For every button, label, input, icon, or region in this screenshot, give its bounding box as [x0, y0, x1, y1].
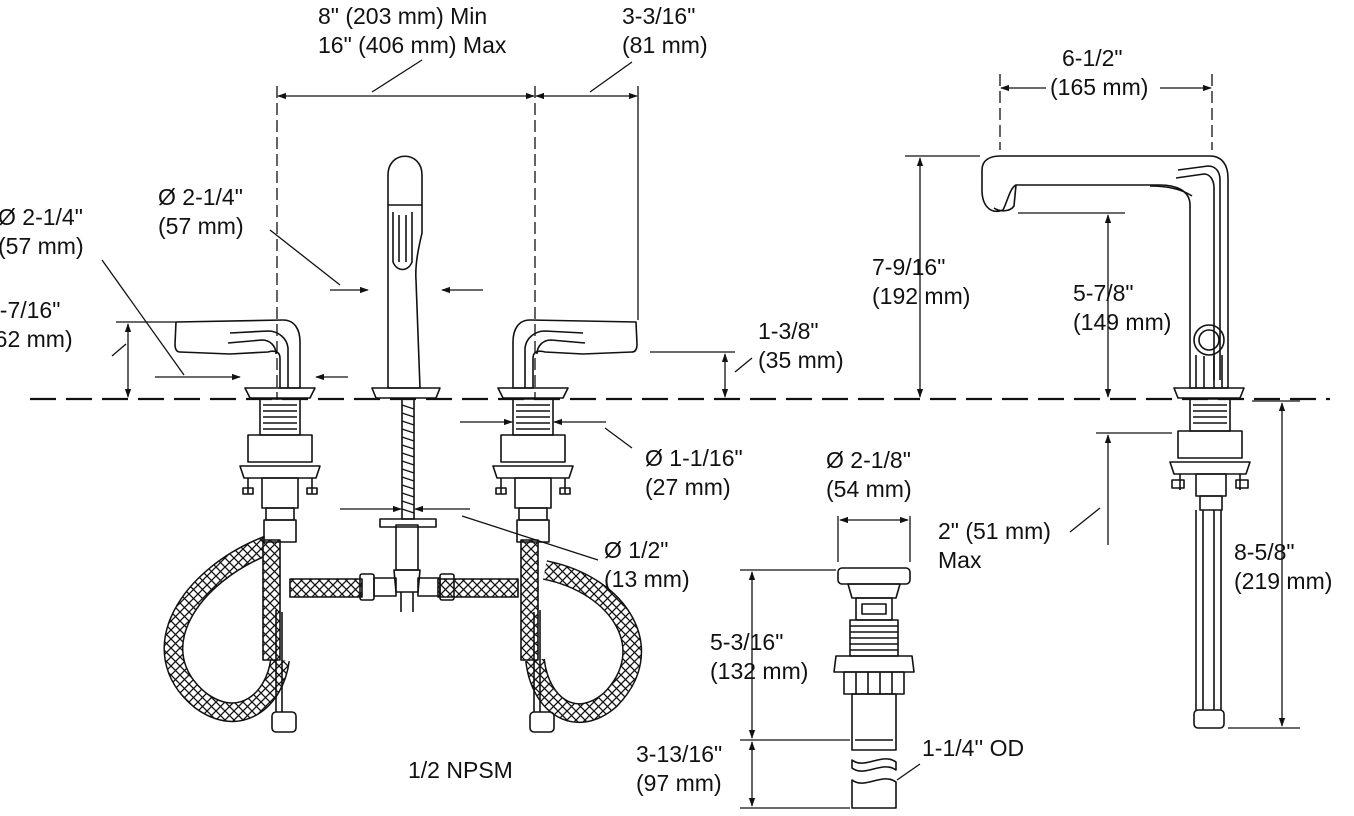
tailpiece-label: 3-13/16" (97 mm) [636, 741, 723, 796]
spout-diameter-label: Ø 2-1/4" (57 mm) [158, 184, 244, 239]
handle-base-diameter-label: Ø 2-1/4" (57 mm) [0, 204, 84, 259]
drain-assembly [833, 567, 915, 809]
handle-clearance-label: 1-3/8" (35 mm) [758, 318, 844, 373]
handle-offset-label: 3-3/16" (81 mm) [622, 3, 708, 58]
spout-height-label: 7-9/16" (192 mm) [872, 254, 971, 309]
supply-hoses [163, 535, 643, 733]
tailpiece-od-label: 1-1/4'' OD [922, 735, 1025, 761]
spout-reach-label: 6-1/2" (165 mm) [1050, 45, 1149, 100]
left-handle [174, 319, 321, 543]
center-spout [371, 155, 441, 528]
dimension-lines [101, 59, 1300, 809]
spread-label: 8" (203 mm) Min 16" (406 mm) Max [318, 3, 507, 58]
supply-diameter-label: Ø 1/2" (13 mm) [604, 537, 690, 592]
tee-fitting [359, 524, 455, 612]
deck-thickness-label: 2" (51 mm) Max [938, 518, 1051, 573]
side-view-faucet [981, 155, 1251, 729]
spout-outlet-height-label: 5-7/8" (149 mm) [1073, 280, 1172, 335]
right-handle [492, 319, 638, 543]
handle-height-label: 2-7/16" (62 mm) [0, 297, 73, 352]
connection-label: 1/2 NPSM [408, 757, 513, 783]
below-deck-label: 8-5/8" (219 mm) [1234, 539, 1333, 594]
shank-diameter-label: Ø 1-1/16" (27 mm) [645, 445, 743, 500]
drain-flange-label: Ø 2-1/8" (54 mm) [826, 447, 912, 502]
drain-body-label: 5-3/16" (132 mm) [710, 629, 809, 684]
